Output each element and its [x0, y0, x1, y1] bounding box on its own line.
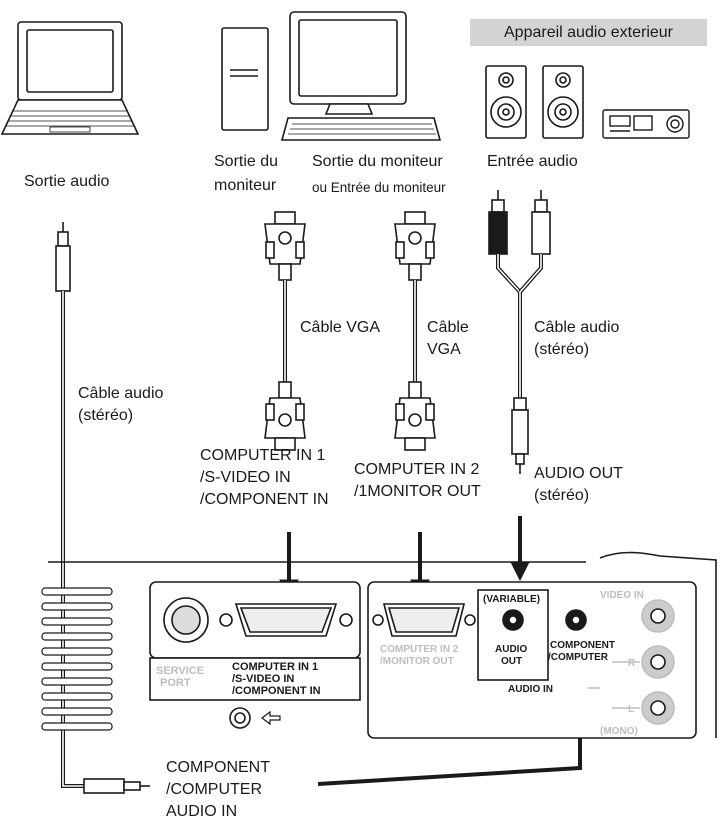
- laptop-icon: [0, 21, 140, 135]
- computer-in-1-label-2: /S-VIDEO IN: [200, 469, 291, 486]
- panel-computer-in-1-3: /COMPONENT IN: [232, 685, 321, 697]
- computer-in-2-label-1: COMPUTER IN 2: [354, 461, 480, 478]
- left-audio-cable: [55, 222, 150, 794]
- rca-audio-cable: [488, 190, 551, 474]
- panel-service-port-1: SERVICE: [156, 665, 204, 677]
- vga-cable-2-label-1: Câble: [427, 319, 469, 336]
- audio-cable-left-label-2: (stéréo): [78, 407, 134, 424]
- panel-service-port-2: PORT: [160, 677, 191, 689]
- panel-mono: (MONO): [600, 726, 638, 737]
- panel-component-computer-1: COMPONENT: [550, 640, 615, 651]
- speaker-left-icon: [485, 65, 527, 139]
- audio-input-label: Entrée audio: [487, 153, 578, 170]
- panel-audio-out-2: OUT: [501, 656, 522, 667]
- panel-variable: (VARIABLE): [483, 594, 540, 605]
- panel-audio-out-1: AUDIO: [495, 644, 527, 655]
- vga-cable-2: [394, 211, 436, 451]
- component-audio-label-3: AUDIO IN: [166, 803, 238, 820]
- vga-cable-1-label: Câble VGA: [300, 319, 381, 336]
- panel-audio-in: AUDIO IN: [508, 684, 553, 695]
- monitor-out-label-1: Sortie du: [214, 153, 279, 170]
- vent-slats: [41, 587, 113, 731]
- projector-rear-panel: [41, 551, 717, 739]
- panel-l: L: [628, 704, 634, 715]
- audio-out-label-1: AUDIO OUT: [534, 465, 623, 482]
- monitor-out-or-in-label-2: ou Entrée du moniteur: [312, 180, 446, 195]
- audio-cable-right-label-1: Câble audio: [534, 319, 620, 336]
- laptop-audio-out-label: Sortie audio: [24, 173, 110, 190]
- panel-r: R: [628, 658, 636, 669]
- computer-in-1-label-3: /COMPONENT IN: [200, 491, 329, 508]
- computer-in-2-label-2: /1MONITOR OUT: [354, 483, 481, 500]
- amplifier-icon: [602, 109, 690, 139]
- audio-out-label-2: (stéréo): [534, 487, 590, 504]
- panel-computer-in-1-1: COMPUTER IN 1: [232, 661, 318, 673]
- computer-in-1-label-1: COMPUTER IN 1: [200, 447, 326, 464]
- panel-computer-in-2-1: COMPUTER IN 2: [380, 644, 459, 655]
- panel-video-in: VIDEO IN: [600, 590, 644, 601]
- audio-cable-right-label-2: (stéréo): [534, 341, 590, 358]
- speaker-right-icon: [542, 65, 584, 139]
- monitor-out-or-in-label-1: Sortie du moniteur: [312, 153, 443, 170]
- panel-computer-in-2-2: /MONITOR OUT: [380, 656, 454, 667]
- vga-cable-2-label-2: VGA: [427, 341, 461, 358]
- panel-component-computer-2: /COMPUTER: [548, 652, 609, 663]
- vga-cable-1: [264, 211, 306, 451]
- panel-computer-in-1-2: /S-VIDEO IN: [232, 673, 294, 685]
- desktop-computer-icon: [221, 11, 442, 141]
- component-audio-label-1: COMPONENT: [166, 759, 270, 776]
- audio-cable-left-label-1: Câble audio: [78, 385, 164, 402]
- monitor-out-label-2: moniteur: [214, 177, 277, 194]
- panel-text: SERVICE PORT COMPUTER IN 1 /S-VIDEO IN /…: [156, 590, 644, 737]
- external-audio-device-title: Appareil audio exterieur: [470, 19, 707, 46]
- component-audio-label-2: /COMPUTER: [166, 781, 262, 798]
